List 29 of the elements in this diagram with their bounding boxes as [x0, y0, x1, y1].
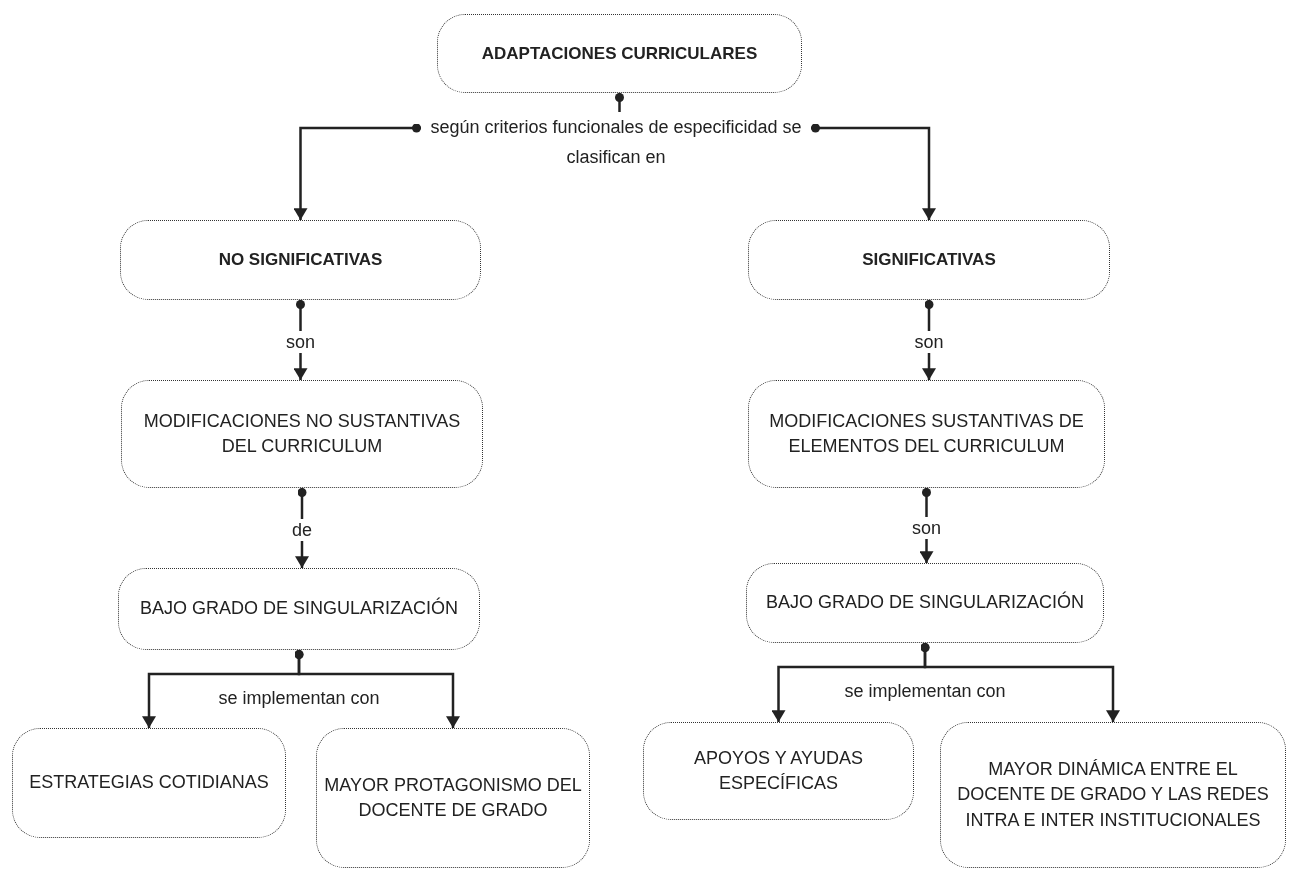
concept-label: MAYOR DINÁMICA ENTRE EL DOCENTE DE GRADO Y LAS REDES INTRA E INTER INSTITUCIONALES: [956, 758, 1270, 832]
concept-box: [643, 722, 914, 820]
concept-box: [748, 220, 1110, 300]
concept-label: MAYOR PROTAGONISMO DEL DOCENTE DE GRADO: [323, 773, 583, 822]
concept-label: BAJO GRADO DE SINGULARIZACIÓN: [765, 590, 1085, 615]
concept-label: BAJO GRADO DE SINGULARIZACIÓN: [139, 596, 459, 621]
concept-label: APOYOS Y AYUDAS ESPECÍFICAS: [692, 746, 865, 795]
arrow: [294, 650, 460, 728]
arrow: [920, 643, 1120, 722]
arrow: [811, 123, 936, 220]
concept-label: SIGNIFICATIVAS: [862, 249, 996, 272]
edge-label: de: [289, 519, 315, 541]
concept-label: NO SIGNIFICATIVAS: [218, 249, 383, 272]
concept-box: [437, 14, 802, 93]
concept-box: [118, 568, 480, 650]
concept-box: [940, 722, 1286, 868]
concept-box: [748, 380, 1105, 488]
concept-box: [121, 380, 483, 488]
concept-box: [316, 728, 590, 868]
concept-box: [746, 563, 1104, 643]
concept-box: [12, 728, 286, 838]
concept-label: ESTRATEGIAS COTIDIANAS: [29, 771, 269, 795]
connector: [615, 93, 624, 112]
arrow: [293, 123, 421, 220]
linking-phrase: según criterios funcionales de especificidad se clasifican en: [421, 112, 811, 176]
concept-label: MODIFICACIONES NO SUSTANTIVAS DEL CURRICULUM: [142, 409, 462, 458]
concept-label: MODIFICACIONES SUSTANTIVAS DE ELEMENTOS DEL CURRICULUM: [768, 409, 1085, 458]
concept-box: [120, 220, 481, 300]
concept-label: ADAPTACIONES CURRICULARES: [481, 42, 758, 65]
